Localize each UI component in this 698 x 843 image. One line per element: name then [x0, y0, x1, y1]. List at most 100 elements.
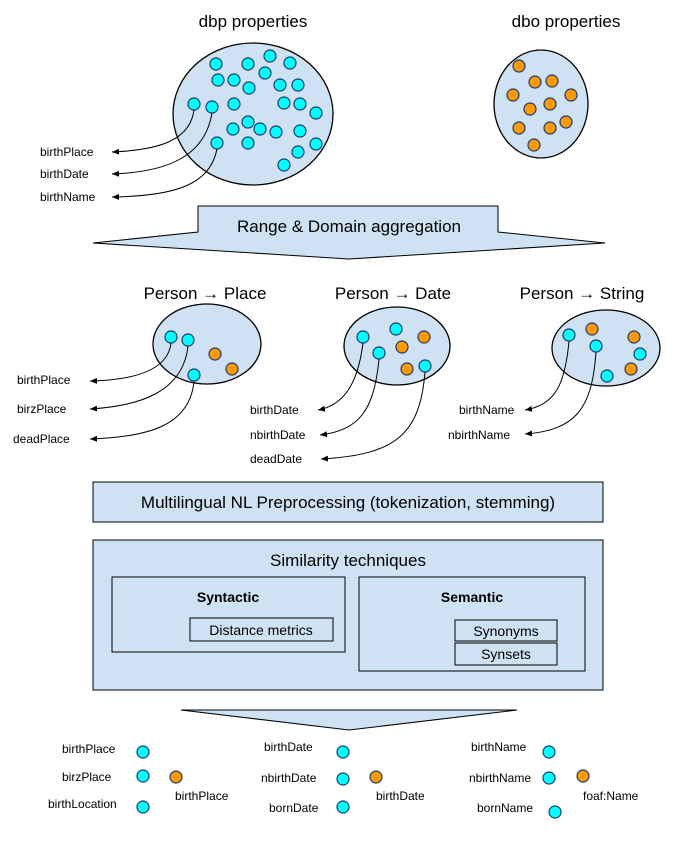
dbp-property-dot — [277, 96, 291, 110]
dbo-property-dot — [523, 102, 537, 116]
dbp-property-dot — [241, 136, 255, 150]
dbo-property-dot — [208, 347, 222, 361]
dbo-property-dot — [225, 362, 239, 376]
dbo-property-dot — [528, 75, 542, 89]
dbp-property-dot — [242, 81, 256, 95]
dbo-properties-title: dbo properties — [512, 12, 621, 31]
dbp-property-dot — [277, 158, 291, 172]
dbo-property-dot — [395, 340, 409, 354]
dbp-property-dot — [336, 772, 350, 786]
aggregation-funnel — [92, 205, 606, 260]
dbp-property-dot — [589, 339, 603, 353]
dbo-property-dot — [543, 97, 557, 111]
dbo-property-dot — [627, 330, 641, 344]
preprocessing-box — [92, 481, 604, 523]
dbo-property-dot — [545, 74, 559, 88]
result-dbp-label: birthLocation — [48, 797, 117, 811]
preprocessing-label: Multilingual NL Preprocessing (tokenizat… — [141, 493, 555, 512]
distance-metrics-box — [189, 617, 334, 642]
synsets-box — [454, 642, 558, 666]
dbp-property-dot — [241, 57, 255, 71]
dbo-property-dot — [624, 362, 638, 376]
dbp-property-dot — [181, 333, 195, 347]
result-dbp-label: bornDate — [269, 801, 319, 815]
dbp-property-dot — [227, 73, 241, 87]
dbo-property-dot — [527, 138, 541, 152]
dbo-property-dot — [400, 362, 414, 376]
similarity-title: Similarity techniques — [270, 551, 426, 570]
group-place-label: birzPlace — [17, 402, 67, 416]
group-dots-string — [562, 322, 647, 383]
dbp-property-dot — [356, 330, 370, 344]
dbp-property-dot — [226, 122, 240, 136]
dbo-properties-set — [493, 49, 589, 159]
dbo-property-dot — [543, 121, 557, 135]
dbp-property-dot — [293, 97, 307, 111]
dbp-property-dot — [309, 106, 323, 120]
dbp-property-dot — [210, 136, 224, 150]
dbp-property-dot — [389, 322, 403, 336]
output-funnel — [180, 709, 518, 731]
group-place-label: birthPlace — [17, 373, 71, 387]
dbp-property-dot — [600, 369, 614, 383]
result-group-place: birthPlace birzPlace birthLocation birth… — [48, 742, 229, 814]
result-dbp-label: birthName — [471, 740, 527, 754]
group-date-label: birthDate — [250, 403, 299, 417]
dbp-property-dot — [164, 330, 178, 344]
dbo-property-dots — [506, 59, 578, 152]
dbp-property-dot — [548, 805, 562, 819]
dbo-property-dot — [585, 322, 599, 336]
dbp-extraction-arrows — [111, 109, 218, 200]
dbo-property-dot — [564, 88, 578, 102]
result-dbp-label: birthDate — [264, 740, 313, 754]
dbp-property-dot — [211, 73, 225, 87]
dbp-property-dot — [542, 745, 556, 759]
dbp-property-dot — [283, 56, 297, 70]
result-dbp-label: birzPlace — [62, 770, 112, 784]
group-title-place: Person → Place — [144, 284, 267, 303]
dbo-property-dot — [506, 88, 520, 102]
dbp-property-dot — [205, 100, 219, 114]
dbp-property-dot — [418, 359, 432, 373]
dbp-property-dot — [187, 368, 201, 382]
dbp-property-dot — [336, 745, 350, 759]
dbp-property-dot — [273, 78, 287, 92]
dbp-label-birthdate: birthDate — [40, 167, 89, 181]
dbp-property-dot — [269, 125, 283, 139]
group-title-date: Person → Date — [335, 284, 451, 303]
dbp-property-dot — [291, 145, 305, 159]
result-group-date: birthDate nbirthDate bornDate birthDate — [261, 740, 425, 815]
dbp-property-dot — [263, 49, 277, 63]
result-dbo-label: birthPlace — [175, 789, 229, 803]
distance-metrics-label: Distance metrics — [209, 622, 312, 638]
synsets-label: Synsets — [481, 646, 531, 662]
dbp-property-dot — [258, 66, 272, 80]
dbp-label-birthplace: birthPlace — [40, 145, 94, 159]
dbo-property-dot — [169, 770, 183, 784]
group-string-label: birthName — [459, 403, 515, 417]
dbo-property-dot — [369, 770, 383, 784]
group-date-label: deadDate — [250, 452, 302, 466]
dbp-property-dot — [542, 771, 556, 785]
dbp-property-dot — [633, 347, 647, 361]
result-dbp-label: birthPlace — [62, 742, 116, 756]
syntactic-title: Syntactic — [197, 589, 259, 605]
result-dbp-label: nbirthName — [469, 771, 531, 785]
dbp-property-dot — [136, 769, 150, 783]
group-string-label: nbirthName — [448, 428, 510, 442]
dbp-property-dot — [562, 328, 576, 342]
dbp-label-birthname: birthName — [40, 190, 96, 204]
dbo-property-dot — [512, 59, 526, 73]
aggregation-label: Range & Domain aggregation — [237, 217, 461, 236]
dbp-property-dot — [136, 745, 150, 759]
dbp-property-dot — [241, 115, 255, 129]
dbo-property-dot — [512, 121, 526, 135]
group-date-label: nbirthDate — [250, 428, 306, 442]
semantic-title: Semantic — [441, 589, 503, 605]
dbo-property-dot — [559, 115, 573, 129]
dbp-property-dot — [372, 346, 386, 360]
group-title-string: Person → String — [520, 284, 645, 303]
result-dbo-label: birthDate — [376, 789, 425, 803]
dbp-property-dot — [187, 97, 201, 111]
